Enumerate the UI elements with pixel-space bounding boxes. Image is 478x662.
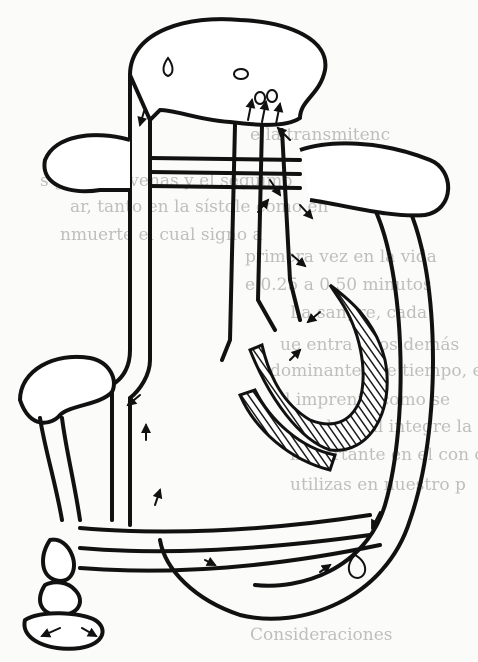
- ghost-line: Consideraciones: [250, 625, 392, 645]
- lower-left-organ: [20, 357, 114, 423]
- ghost-line: ar, tanto en la sístole como en: [70, 197, 328, 217]
- ghost-line: primera vez en la vida: [245, 247, 437, 267]
- ghost-line: e la transmitenc: [250, 125, 390, 145]
- upper-chamber: [130, 19, 325, 125]
- left-lobe: [44, 135, 130, 191]
- lower-vessels: [80, 515, 380, 571]
- ghost-line: utilizas en nuestro p: [290, 475, 466, 495]
- left-vessel-inner: [130, 120, 150, 398]
- central-vessel-right: [258, 125, 275, 330]
- droplet-icon: [349, 555, 365, 578]
- descending-vessel: [40, 418, 80, 520]
